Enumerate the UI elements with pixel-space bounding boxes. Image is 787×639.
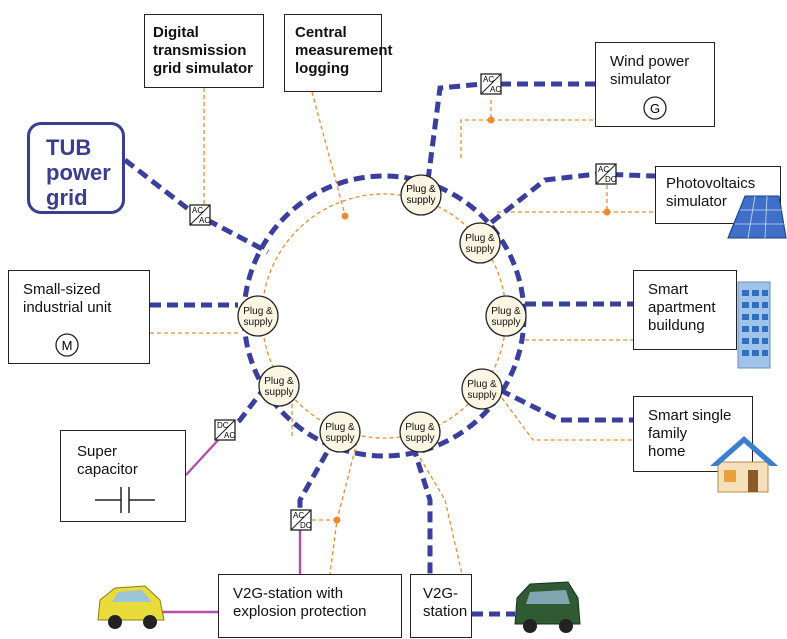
plug-node-upper-right — [459, 222, 501, 264]
plug-label-3: Plug & supply — [491, 306, 521, 328]
central-logging-wire — [311, 91, 346, 216]
central-logging-box: Central measurement logging — [284, 14, 393, 92]
wind-measure-wire — [460, 98, 492, 158]
ac-ac-converter-wind: AC AC — [480, 73, 502, 95]
green-car-icon — [514, 581, 581, 633]
apartment-label: Smart apartment buildung — [648, 281, 716, 334]
v2g-exp-measure-wire — [329, 441, 358, 575]
plug-label-6: Plug & supply — [325, 422, 355, 444]
plug-node-right — [485, 295, 527, 337]
plug-label-2: Plug & supply — [465, 233, 495, 255]
digital-grid-simulator-box: Digital transmission grid simulator — [144, 14, 264, 88]
plug-label-8: Plug & supply — [243, 306, 273, 328]
industrial-unit-box: Small-sized industrial unit — [8, 270, 150, 364]
junction-dot — [603, 208, 611, 216]
converter-bottom: DC — [300, 521, 312, 530]
single-home-label: Smart single family home — [648, 407, 732, 460]
tub-grid-line — [123, 158, 270, 255]
plug-node-lower-right — [461, 368, 503, 410]
wind-line — [425, 81, 595, 181]
junction-dot — [333, 516, 341, 524]
pv-measure-wire — [497, 180, 608, 213]
measurement-junctions — [333, 116, 611, 524]
single-home-measure-wire — [501, 397, 633, 441]
pv-simulator-box: Photovoltaics simulator — [655, 166, 781, 224]
plug-node-top: Plug &supply — [400, 174, 442, 216]
tub-power-grid-box: TUB power grid — [27, 122, 125, 214]
converter-top: AC — [598, 165, 609, 174]
converter-bottom: DC — [605, 175, 617, 184]
apartment-box: Smart apartment buildung — [633, 270, 737, 350]
ac-dc-converter-pv: AC DC — [595, 163, 617, 185]
main-power-ring — [241, 173, 527, 459]
wind-simulator-box: Wind power simulator — [595, 42, 715, 127]
plug-node-bottom-left — [319, 411, 361, 453]
ac-dc-converter-v2g: AC DC — [290, 509, 312, 531]
converter-top: AC — [483, 75, 494, 84]
junction-dot — [341, 212, 349, 220]
ring-lines — [241, 173, 527, 459]
pv-simulator-label: Photovoltaics simulator — [666, 175, 756, 210]
plug-nodes: Plug &supply — [237, 174, 527, 453]
digital-grid-simulator-label: Digital transmission grid simulator — [153, 24, 254, 77]
pv-line — [476, 171, 656, 235]
v2g-explosion-label: V2G-station with explosion protection — [233, 585, 367, 620]
junction-dot — [487, 116, 495, 124]
plug-label-4: Plug & supply — [467, 379, 497, 401]
apartment-building-icon — [737, 281, 771, 369]
dc-lines — [162, 437, 302, 614]
v2g-station-box: V2G- station — [410, 574, 472, 638]
v2g-station-label: V2G- station — [423, 585, 468, 620]
converter-top: DC — [217, 421, 229, 430]
single-home-box: Smart single family home — [633, 396, 753, 472]
super-capacitor-box: Super capacitor — [60, 430, 186, 522]
converter-bottom: AC — [490, 85, 501, 94]
single-home-line — [498, 387, 633, 423]
plug-label-7: Plug & supply — [264, 376, 294, 398]
yellow-car-icon — [97, 585, 165, 629]
plug-node-bottom-right — [399, 411, 441, 453]
v2g-line — [410, 445, 433, 574]
tub-power-grid-label: TUB power grid — [46, 135, 111, 210]
industrial-unit-label: Small-sized industrial unit — [23, 281, 112, 316]
dc-ac-converter-supercap: DC AC — [214, 419, 236, 441]
v2g-exp-line — [297, 436, 338, 520]
v2g-measure-wire — [412, 445, 463, 575]
power-lines — [123, 81, 656, 617]
plug-node-lower-left — [258, 365, 300, 407]
converter-top: AC — [293, 511, 304, 520]
central-logging-label: Central measurement logging — [295, 24, 393, 77]
converter-bottom: AC — [224, 431, 235, 440]
v2g-explosion-box: V2G-station with explosion protection — [218, 574, 402, 638]
super-capacitor-label: Super capacitor — [77, 443, 138, 478]
plug-label-5: Plug & supply — [405, 422, 435, 444]
supercap-dc-line — [185, 437, 221, 476]
converter-bottom: AC — [199, 216, 210, 225]
wind-simulator-label: Wind power simulator — [610, 53, 690, 88]
plug-label-1: Plug &supply — [406, 184, 436, 206]
converter-top: AC — [192, 206, 203, 215]
measurement-wires — [150, 88, 665, 575]
plug-node-left — [237, 295, 279, 337]
ac-ac-converter-tub: AC AC — [189, 204, 211, 226]
